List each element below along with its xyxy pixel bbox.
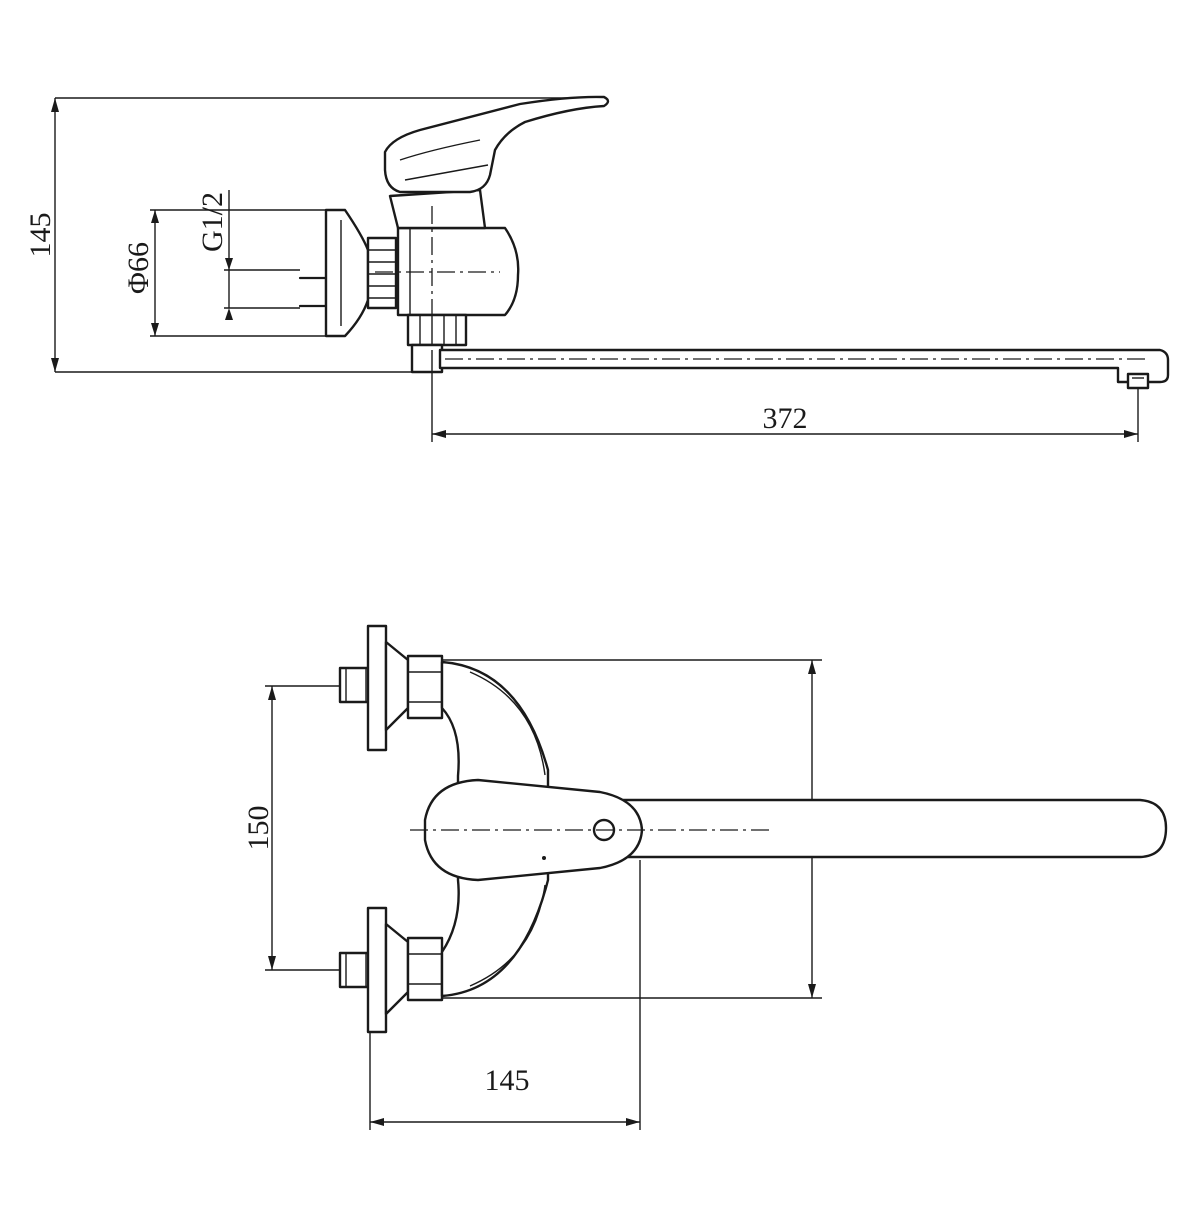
top-view: 150 180 (242, 624, 1168, 1130)
side-view: 145 Φ66 G1/2 (24, 95, 1170, 442)
lever-top (410, 778, 770, 882)
spout-side (438, 348, 1170, 390)
wall-fitting (298, 208, 370, 338)
dim-height-145: 145 (24, 97, 600, 373)
dim-spout-label: 372 (763, 402, 808, 435)
upper-eccentric (338, 624, 444, 752)
spout-top (598, 798, 1168, 859)
dim-diameter: Φ66 (122, 209, 332, 337)
dim-depth-145: 145 (369, 860, 641, 1130)
dim-thread: G1/2 (196, 190, 300, 320)
lever-handle (383, 95, 610, 194)
lower-eccentric (338, 906, 444, 1034)
mixer-body (375, 188, 520, 336)
dim-inlet-spacing-150: 150 (242, 685, 350, 971)
dim-height-label: 145 (24, 213, 57, 258)
dim-thread-label: G1/2 (196, 192, 229, 252)
dim-depth-label: 145 (485, 1064, 530, 1097)
dim-diameter-label: Φ66 (122, 242, 155, 294)
dim-spout-372: 372 (431, 350, 1139, 442)
dim-inlet-spacing-label: 150 (242, 806, 275, 851)
threaded-connector (366, 236, 398, 310)
swivel-nut (406, 313, 468, 374)
